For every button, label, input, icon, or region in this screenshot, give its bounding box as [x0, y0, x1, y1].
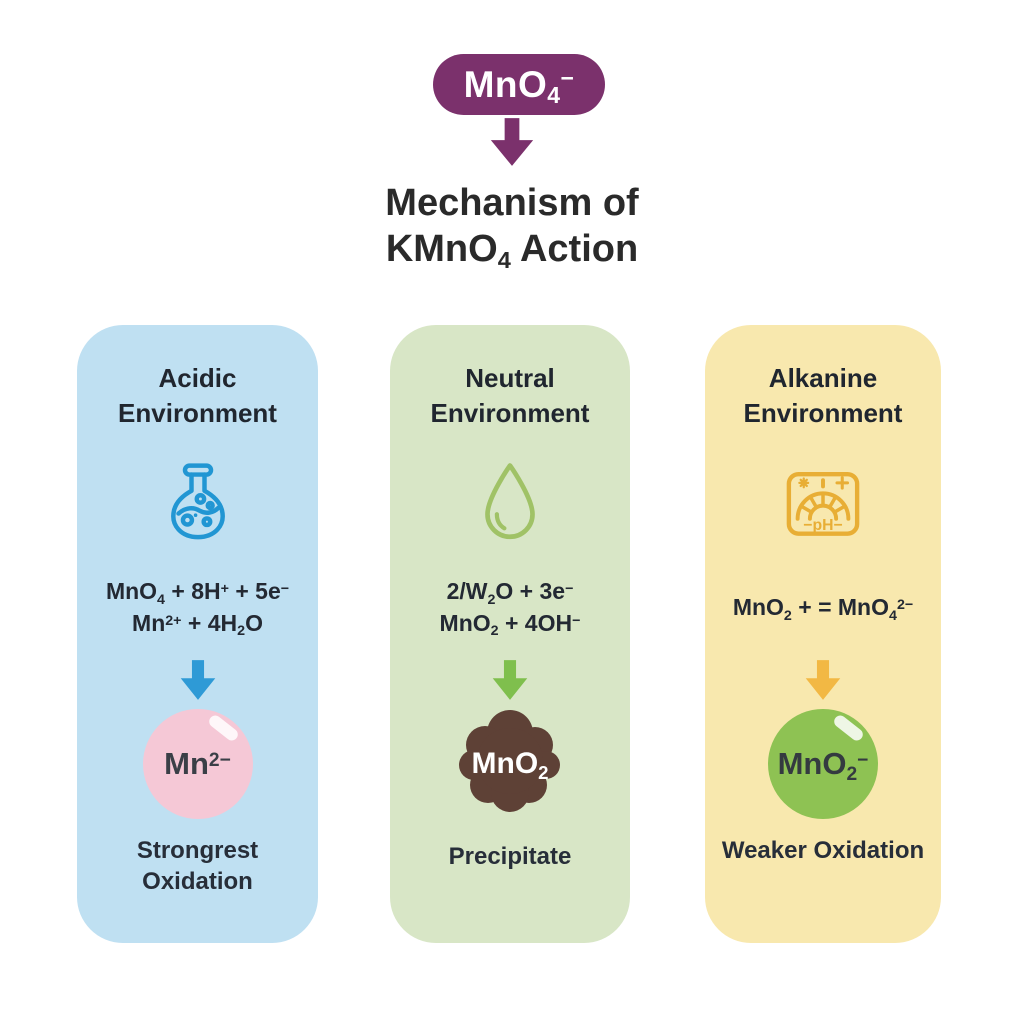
flask-icon	[159, 457, 237, 549]
card-title: Neutral Environment	[431, 361, 590, 431]
mno4-pill: MnO4−	[433, 54, 605, 115]
droplet-icon	[480, 457, 540, 549]
card-title-line-2: Environment	[743, 398, 903, 429]
diagram-title: Mechanism of KMnO4 Action	[262, 180, 762, 273]
down-arrow-icon	[491, 659, 529, 701]
product-sphere: Mn2−	[142, 709, 253, 820]
card-title-line-1: Neutral	[465, 363, 555, 393]
down-arrow-icon	[489, 118, 535, 166]
equation-line: MnO4 + 8H+ + 5e−	[105, 578, 290, 608]
neutral-environment-card: Neutral Environment 2/W2O + 3e− MnO2 + 4…	[390, 325, 630, 943]
card-title: Alkanine Environment	[744, 361, 903, 431]
card-title-line-2: Environment	[430, 398, 590, 429]
reaction-equation: 2/W2O + 3e− MnO2 + 4OH−	[440, 575, 581, 641]
sphere-highlight	[831, 713, 866, 744]
card-title-line-2: Environment	[118, 398, 277, 429]
acidic-environment-card: Acidic Environment MnO4 + 8H+ + 5e− Mn2+…	[77, 325, 318, 943]
card-title-line-1: Alkanine	[768, 363, 878, 393]
ph-label: −pH−	[803, 517, 842, 534]
caption: Weaker Oxidation	[721, 837, 925, 865]
card-title: Acidic Environment	[118, 361, 277, 431]
reaction-equation: MnO2 + = MnO42−	[733, 575, 913, 641]
equation-line: MnO2 + = MnO42−	[732, 594, 914, 624]
down-arrow-icon	[179, 659, 217, 701]
sphere-highlight	[206, 713, 240, 744]
down-arrow-icon	[804, 659, 842, 701]
alkaline-environment-card: Alkanine Environment −pH− MnO2 + = MnO42…	[705, 325, 941, 943]
product-label: MnO2	[471, 747, 549, 783]
reaction-equation: MnO4 + 8H+ + 5e− Mn2+ + 4H2O	[106, 575, 289, 641]
equation-line: MnO2 + 4OH−	[439, 610, 581, 640]
ph-meter-icon: −pH−	[781, 457, 865, 549]
equation-line: 2/W2O + 3e−	[446, 578, 574, 608]
product-sphere: MnO2−	[768, 709, 878, 820]
product-label: MnO2−	[777, 746, 869, 785]
caption: Precipitate	[448, 843, 572, 871]
card-title-line-1: Acidic	[158, 363, 237, 393]
title-line-2: KMnO4 Action	[385, 228, 639, 274]
precipitate-blob: MnO2	[449, 703, 571, 825]
title-line-1: Mechanism of	[385, 182, 639, 224]
product-label: Mn2−	[164, 746, 231, 782]
equation-line: Mn2+ + 4H2O	[132, 610, 263, 640]
pill-label: MnO4−	[463, 63, 575, 109]
